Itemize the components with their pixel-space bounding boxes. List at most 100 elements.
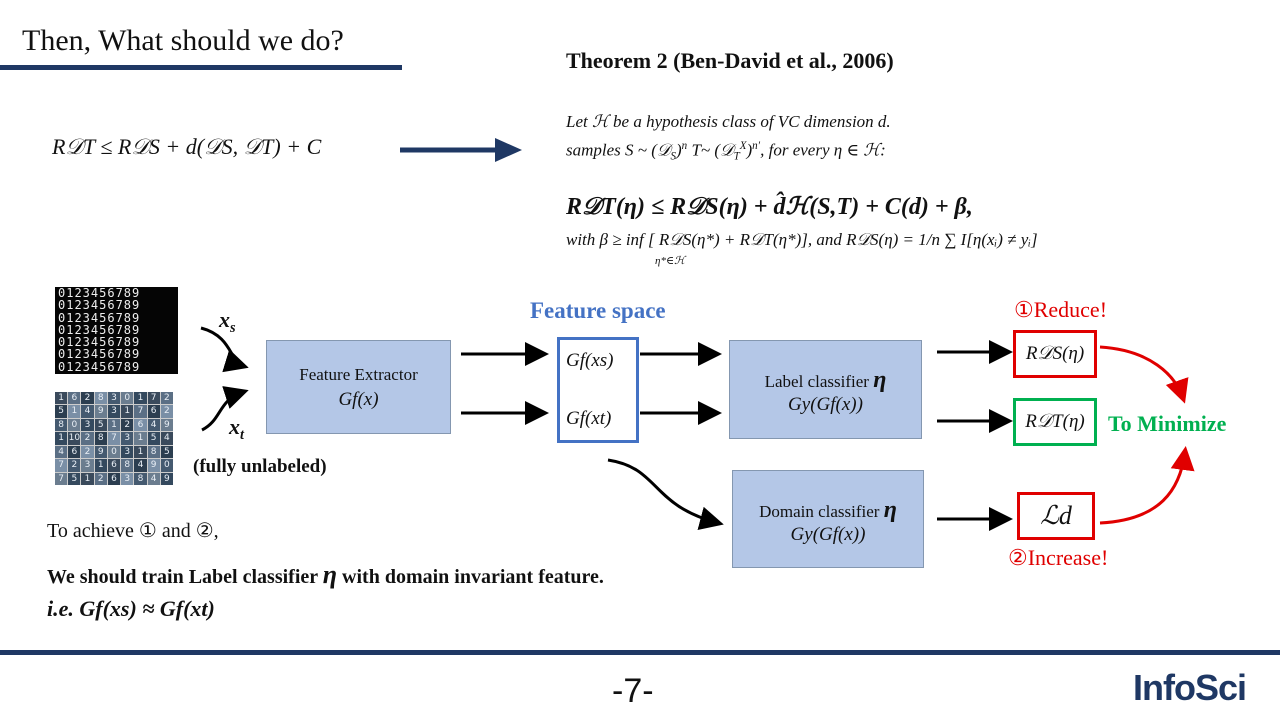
eta-symbol: η [883,497,897,523]
conclusion-line-1: To achieve ① and ②, [47,520,219,542]
svhn-cell: 1 [107,418,121,432]
title-underline [0,65,402,70]
target-risk-box: R𝒟T(η) [1013,398,1097,446]
svhn-cell: 6 [68,392,81,405]
svhn-cell: 1 [81,472,94,485]
svhn-cell: 1 [55,432,68,445]
svhn-cell: 5 [94,418,107,432]
page-title: Then, What should we do? [22,24,344,57]
svhn-cell: 1 [94,459,107,472]
xs-label: xs [219,307,236,336]
mnist-row: 0123456789 [58,322,141,337]
svhn-cell: 3 [121,445,134,459]
svhn-cell: 8 [134,472,147,485]
svhn-cell: 1 [134,392,147,405]
svhn-cell: 7 [107,432,121,445]
arrow-fs-to-dc [607,458,724,530]
page-number: -7- [612,672,654,710]
feature-extractor-box: Feature Extractor Gf(x) [266,340,451,434]
svhn-cell: 1 [121,405,134,418]
svhn-cell: 0 [68,418,81,432]
mnist-row: 0123456789 [58,335,141,350]
theorem-line-2: samples S ~ (𝒟S)n T~ (𝒟TX)n′, for every … [566,140,886,163]
domain-classifier-box: Domain classifier η Gy(Gf(x)) [732,470,924,568]
svhn-cell: 6 [134,418,147,432]
feature-space-label: Feature space [530,298,666,323]
svhn-cell: 0 [160,459,173,472]
svhn-cell: 4 [81,405,94,418]
svhn-cell: 4 [160,432,173,445]
source-risk-box: R𝒟S(η) [1013,330,1097,378]
svhn-cell: 9 [94,405,107,418]
eta-symbol: η [873,367,887,393]
domain-loss-box: ℒd [1017,492,1095,540]
svhn-cell: 6 [107,472,121,485]
svhn-cell: 9 [160,418,173,432]
svhn-cell: 3 [121,432,134,445]
feature-space-box: Gf(xs) Gf(xt) [557,337,639,443]
xt-label: xt [229,414,244,443]
gf-xs: Gf(xs) [566,350,614,371]
svhn-cell: 1 [68,405,81,418]
theorem-title: Theorem 2 (Ben-David et al., 2006) [566,48,894,73]
svhn-cell: 3 [107,392,121,405]
mnist-row: 0123456789 [58,287,141,300]
svhn-cell: 4 [134,459,147,472]
svhn-cell: 7 [134,405,147,418]
svhn-cell: 4 [147,472,160,485]
svhn-cell: 1 [134,432,147,445]
svhn-cell: 2 [160,405,173,418]
svhn-cell: 7 [55,459,68,472]
mnist-row: 0123456789 [58,347,141,362]
mnist-row: 0123456789 [58,359,141,374]
svhn-cell: 3 [81,418,94,432]
arrow-increase-to-minimize [1099,446,1195,525]
svhn-cell: 2 [94,472,107,485]
svhn-cell: 8 [121,459,134,472]
infosci-logo: InfoSci [1133,667,1247,708]
mnist-image: 0123456789 0123456789 0123456789 0123456… [55,287,178,374]
risk-inequality: R𝒟T ≤ R𝒟S + d(𝒟S, 𝒟T) + C [52,134,322,159]
svhn-cell: 9 [160,472,173,485]
label-classifier-box: Label classifier η Gy(Gf(x)) [729,340,922,439]
svhn-cell: 6 [107,459,121,472]
theorem-beta-condition: with β ≥ inf [ R𝒟S(η*) + R𝒟T(η*)], and R… [566,230,1038,249]
svhn-cell: 3 [121,472,134,485]
theorem-bound: R𝒟T(η) ≤ R𝒟S(η) + d̂ℋ(S,T) + C(d) + β, [566,194,973,220]
svhn-cell: 9 [147,459,160,472]
conclusion-line-3: i.e. Gf(xs) ≈ Gf(xt) [47,596,215,621]
svhn-cell: 4 [55,445,68,459]
svhn-cell: 8 [147,445,160,459]
svhn-cell: 5 [160,445,173,459]
svhn-cell: 7 [55,472,68,485]
svhn-cell: 10 [68,432,81,445]
minimize-label: To Minimize [1108,411,1227,436]
svhn-cell: 4 [147,418,160,432]
theorem-line-1: Let ℋ be a hypothesis class of VC dimens… [566,112,891,131]
svhn-cell: 2 [68,459,81,472]
gf-xt: Gf(xt) [566,408,612,429]
conclusion-line-2: We should train Label classifier η with … [47,560,604,589]
footer-bar [0,650,1280,655]
eta-symbol: η [322,560,338,589]
svhn-cell: 3 [107,405,121,418]
svhn-cell: 6 [147,405,160,418]
svhn-cell: 9 [94,445,107,459]
reduce-label: ①Reduce! [1014,297,1108,322]
svhn-cell: 7 [147,392,160,405]
increase-label: ②Increase! [1008,545,1109,570]
svhn-cell: 2 [121,418,134,432]
svhn-cell: 8 [94,432,107,445]
svhn-cell: 8 [55,418,68,432]
svhn-cell: 5 [55,405,68,418]
arrow-xt [201,386,249,432]
svhn-cell: 5 [147,432,160,445]
svhn-cell: 6 [68,445,81,459]
svhn-cell: 2 [81,432,94,445]
mnist-row: 0123456789 [58,298,141,313]
svhn-cell: 2 [81,445,94,459]
mnist-row: 0123456789 [58,310,141,325]
unlabeled-note: (fully unlabeled) [193,456,327,477]
